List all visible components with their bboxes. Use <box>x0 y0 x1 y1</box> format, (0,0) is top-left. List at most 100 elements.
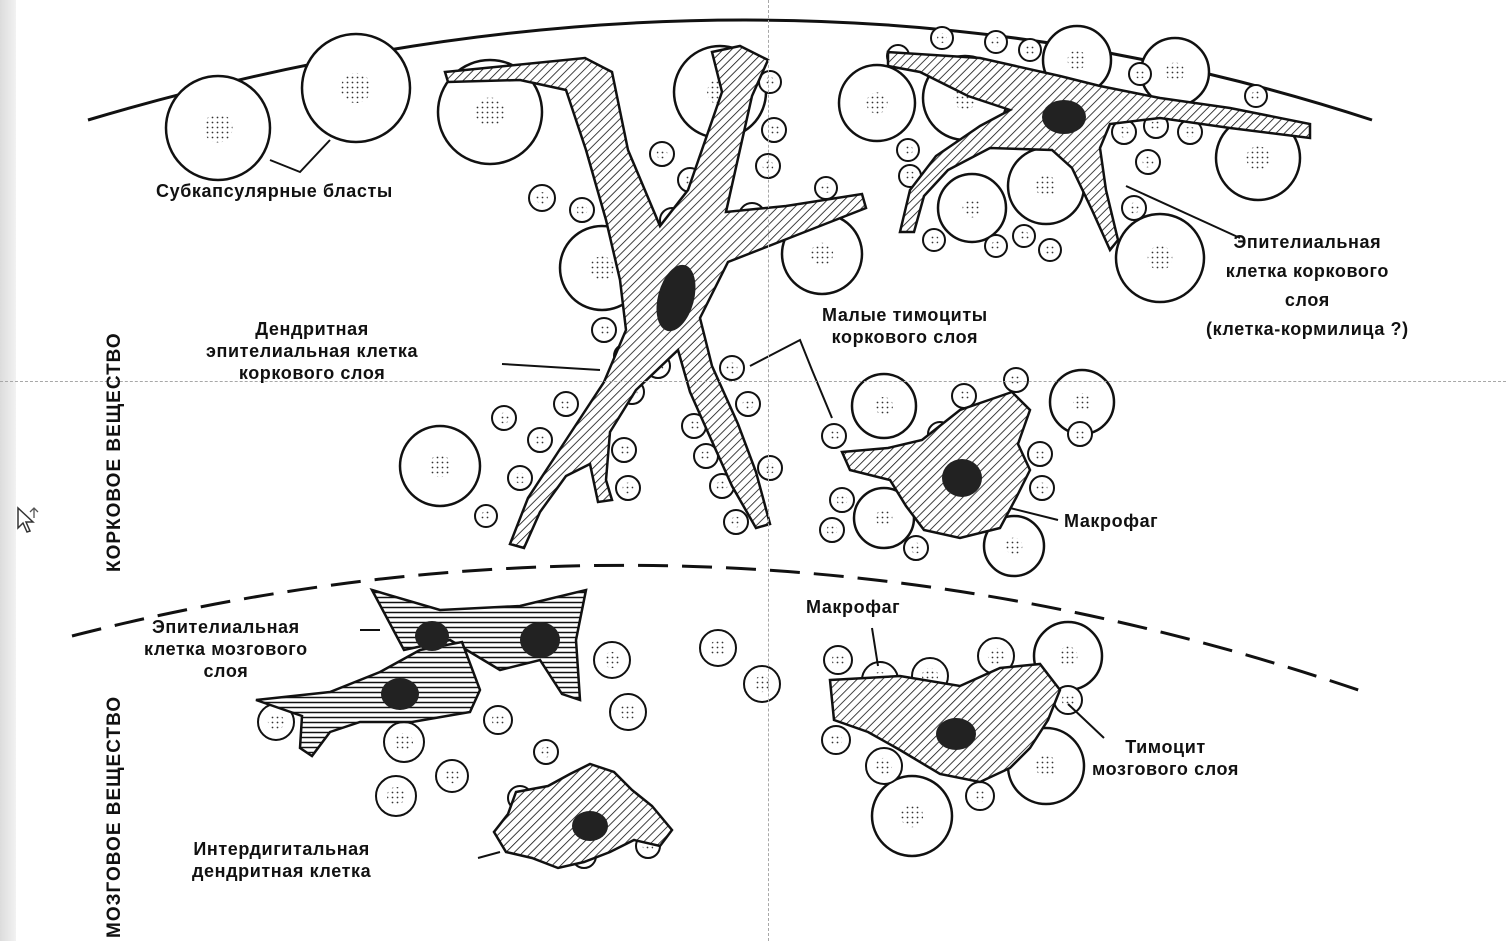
cell-nucleus <box>1119 127 1130 138</box>
cell-nucleus <box>821 183 831 193</box>
cell-nucleus <box>1011 375 1022 386</box>
nucleus <box>942 459 982 497</box>
cell-nucleus <box>929 235 939 245</box>
cell-nucleus <box>689 421 700 432</box>
region-cortex-label: КОРКОВОЕ ВЕЩЕСТВО <box>104 332 126 572</box>
cell-nucleus <box>830 734 843 747</box>
cell-nucleus <box>905 171 915 181</box>
cell-nucleus <box>827 525 838 536</box>
cell-nucleus <box>203 113 232 142</box>
pointer-line <box>502 364 600 370</box>
nucleus <box>1042 100 1086 134</box>
cell-nucleus <box>515 473 526 484</box>
cell-nucleus <box>1246 146 1270 170</box>
cell-nucleus <box>619 445 630 456</box>
cell-nucleus <box>959 391 970 402</box>
cell-nucleus <box>481 511 491 521</box>
cell-nucleus <box>1073 393 1091 411</box>
cell-nucleus <box>991 37 1001 47</box>
nucleus <box>936 718 976 750</box>
cell-nucleus <box>387 787 405 805</box>
cell-nucleus <box>911 543 922 554</box>
cell-nucleus <box>832 654 845 667</box>
label-medulla-thymocyte: Тимоцит мозгового слоя <box>1092 736 1239 780</box>
cell-nucleus <box>445 769 459 783</box>
cell-nucleus <box>837 495 848 506</box>
move-cursor-icon <box>16 506 42 538</box>
pointer-line <box>1068 704 1104 738</box>
pointer-line <box>750 340 832 418</box>
cell-nucleus <box>499 413 510 424</box>
label-subcapsular-blasts: Субкапсулярные бласты <box>156 180 393 202</box>
cell-nucleus <box>475 97 504 126</box>
cell-nucleus <box>901 805 923 827</box>
cell-nucleus <box>743 399 754 410</box>
cell-nucleus <box>536 192 548 204</box>
cell-nucleus <box>577 205 588 216</box>
cell-nucleus <box>1058 646 1077 665</box>
cell-nucleus <box>1075 429 1086 440</box>
cell-nucleus <box>876 510 893 527</box>
nucleus <box>520 622 560 658</box>
label-dendritic-epithelial-cortex: Дендритная эпителиальная клетка корковог… <box>206 318 418 384</box>
cell-nucleus <box>765 77 775 87</box>
cell-nucleus <box>717 481 728 492</box>
cell-nucleus <box>1251 91 1261 101</box>
cell-nucleus <box>395 733 413 751</box>
label-interdigitating-cell: Интердигитальная дендритная клетка <box>192 838 371 882</box>
cell-nucleus <box>875 397 893 415</box>
pointer-line <box>270 140 330 172</box>
cell-nucleus <box>590 256 614 280</box>
cell-nucleus <box>765 463 776 474</box>
cell-nucleus <box>623 483 634 494</box>
cell-nucleus <box>1035 175 1056 196</box>
cell-nucleus <box>1045 245 1055 255</box>
cell-nucleus <box>727 363 738 374</box>
pointer-line <box>872 628 878 666</box>
cell-nucleus <box>1037 483 1048 494</box>
cell-nucleus <box>1185 127 1196 138</box>
cell-nucleus <box>620 704 636 720</box>
cell-nucleus <box>1025 45 1035 55</box>
cell-nucleus <box>341 73 371 103</box>
cell-nucleus <box>974 790 987 803</box>
cell-nucleus <box>903 145 913 155</box>
cell-nucleus <box>710 640 726 656</box>
cell-nucleus <box>769 125 780 136</box>
cell-nucleus <box>1006 538 1023 555</box>
cell-nucleus <box>657 149 668 160</box>
label-small-thymocytes: Малые тимоциты коркового слоя <box>822 304 988 348</box>
cell-nucleus <box>876 758 892 774</box>
nucleus <box>572 811 608 841</box>
cell-nucleus <box>1035 755 1056 776</box>
cell-nucleus <box>1148 246 1173 271</box>
cell-nucleus <box>599 325 610 336</box>
cell-nucleus <box>829 431 840 442</box>
cell-nucleus <box>1035 449 1046 460</box>
cell-nucleus <box>1143 157 1154 168</box>
cell-nucleus <box>541 747 552 758</box>
cell-nucleus <box>268 714 284 730</box>
cell-nucleus <box>1067 50 1086 69</box>
cell-nucleus <box>1165 62 1184 81</box>
label-macrophage-cortex: Макрофаг <box>1064 510 1158 532</box>
cell-nucleus <box>991 241 1001 251</box>
cell-nucleus <box>962 198 981 217</box>
cell-nucleus <box>866 92 887 113</box>
label-epithelial-medulla: Эпителиальная клетка мозгового слоя <box>144 616 308 682</box>
cell-nucleus <box>1151 121 1162 132</box>
cell-nucleus <box>1129 203 1140 214</box>
cell-nucleus <box>535 435 546 446</box>
cell-nucleus <box>731 517 742 528</box>
cell-nucleus <box>937 33 947 43</box>
nucleus <box>381 678 419 710</box>
cell-nucleus <box>492 714 505 727</box>
pointer-line <box>478 852 500 858</box>
cell-nucleus <box>988 648 1004 664</box>
cell-nucleus <box>429 455 451 477</box>
cell-nucleus <box>701 451 712 462</box>
region-medulla-label: МОЗГОВОЕ ВЕЩЕСТВО <box>104 696 126 938</box>
cell-nucleus <box>1019 231 1029 241</box>
cell-nucleus <box>1135 69 1145 79</box>
label-epithelial-nurse-cell: Эпителиальная клетка коркового слоя (кле… <box>1206 228 1409 344</box>
